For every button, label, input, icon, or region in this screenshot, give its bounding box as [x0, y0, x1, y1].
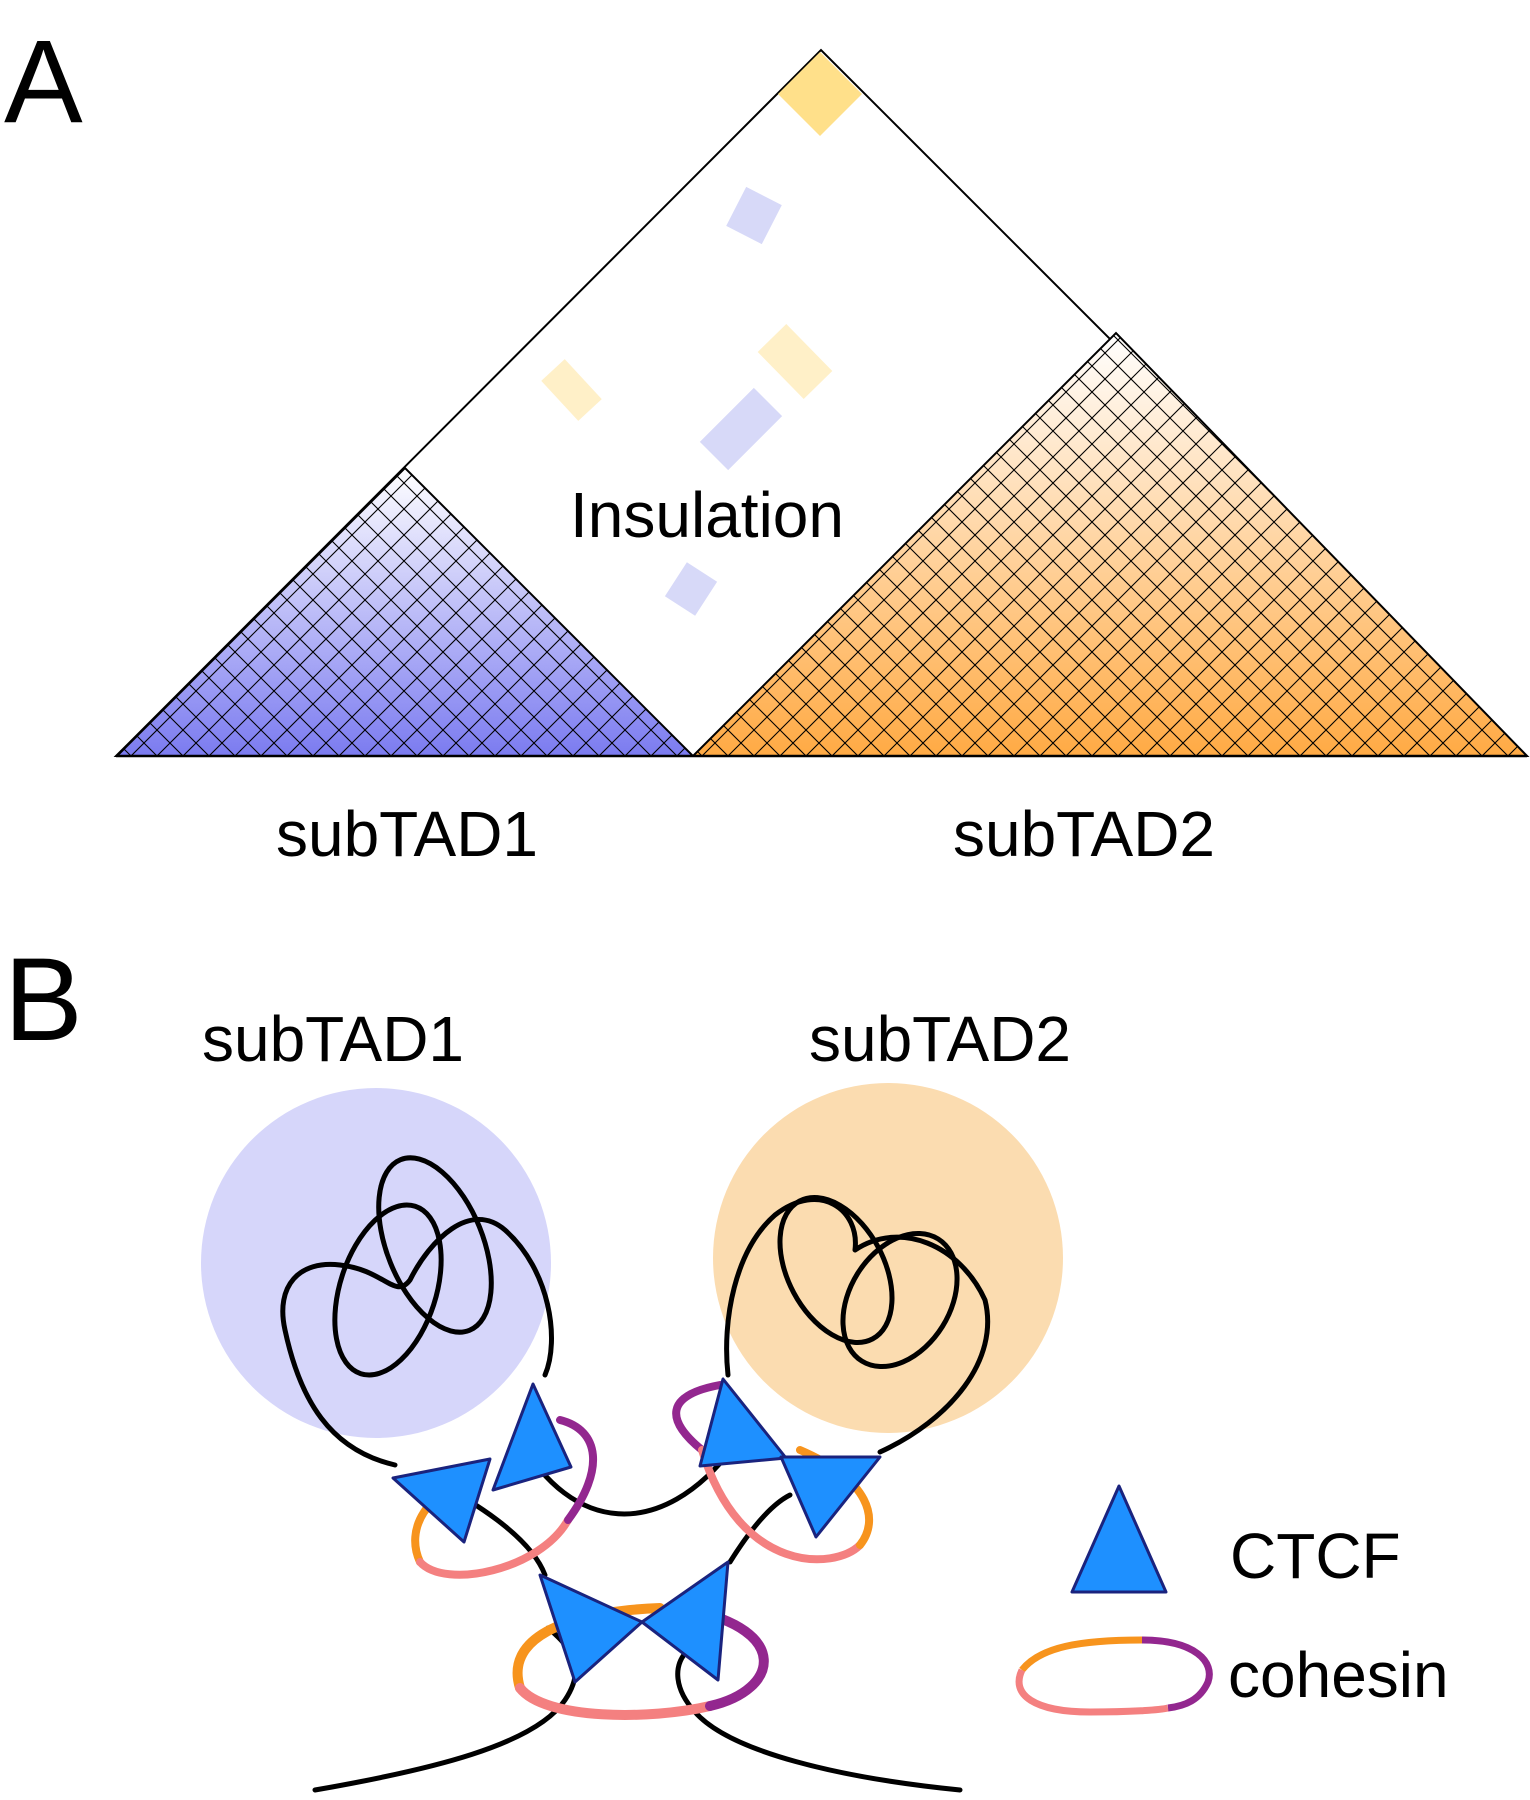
subtad2-grid-line: [805, 333, 1240, 756]
ctcf-right-lower: [779, 1455, 882, 1539]
subtad1-grid-line: [117, 468, 118, 756]
panel-b-subtad2-label: subTAD2: [809, 1003, 1071, 1075]
subtad1-grid-line: [156, 468, 456, 756]
legend-cohesin-label: cohesin: [1228, 1639, 1449, 1711]
panel-b-letter: B: [4, 934, 83, 1066]
fiber-left-flank: [312, 1625, 578, 1793]
subtad2-grid-line: [1516, 333, 1527, 756]
subtad1-grid-line: [0, 458, 105, 756]
stripe-yellow-2: [541, 359, 602, 421]
subtad1-grid-line: [0, 458, 53, 756]
subtad1-grid-line: [326, 468, 626, 756]
subtad2-grid-line: [1351, 333, 1527, 756]
corner-contact-mark: [778, 52, 862, 136]
subtad2-grid-line: [1481, 333, 1527, 756]
subtad2-grid-line: [996, 333, 1431, 756]
subtad2-grid-line: [701, 333, 1136, 756]
legend-cohesin-orange: [1019, 1636, 1143, 1673]
subtad2-grid-line: [1325, 333, 1527, 756]
subtad1-loop-outer: [280, 1217, 554, 1468]
subtad1-grid-line: [0, 458, 79, 756]
panel-a-subtad2-label: subTAD2: [953, 798, 1215, 870]
insulation-stripes: [541, 186, 833, 616]
subtad1-grid-line: [546, 468, 693, 756]
fiber-right-flank: [675, 1647, 963, 1793]
stripe-yellow-1: [757, 324, 833, 399]
panel-b-subtad1-label: subTAD1: [202, 1003, 464, 1075]
ctcf-left-lower: [391, 1457, 492, 1544]
cohesin-left-purple: [556, 1416, 597, 1524]
subtad2-grid-line: [779, 333, 1214, 756]
subtad2-grid-line: [1490, 333, 1527, 756]
subtad2-grid-line: [1377, 333, 1527, 756]
subtad2-grid-line: [693, 333, 859, 756]
subtad2-grid-line: [753, 333, 1188, 756]
legend-cohesin-pink: [1015, 1668, 1169, 1716]
subtad1-loop-inner-1: [332, 1202, 444, 1378]
legend-cohesin-purple: [1141, 1636, 1213, 1712]
subtad1-grid-line: [572, 468, 693, 756]
panel-a-letter: A: [4, 16, 83, 148]
panel-a-subtad1-label: subTAD1: [276, 798, 538, 870]
ctcf-right-upper: [698, 1377, 788, 1468]
subtad2-grid-line: [1464, 333, 1527, 756]
subtad1-grid-line: [130, 468, 430, 756]
legend-ctcf-icon: [1070, 1484, 1168, 1594]
subtad2-domain: [713, 1083, 1063, 1433]
subtad2-loop-inner-2: [840, 1230, 960, 1370]
stripe-blue-2: [699, 387, 783, 471]
subtad1-grid-line: [117, 468, 158, 756]
fiber-right-stem: [727, 1492, 793, 1565]
subtad1-grid-line: [117, 468, 144, 756]
subtad1-grid-line: [117, 468, 170, 756]
legend-ctcf-label: CTCF: [1230, 1520, 1401, 1592]
subtad1-grid-line: [117, 468, 262, 756]
subtad1-grid-line: [117, 468, 132, 756]
subtad2-grid-line: [693, 333, 885, 756]
ctcf-bottom-right: [640, 1560, 730, 1682]
legend: CTCF cohesin: [1015, 1484, 1449, 1716]
subtad1-grid-line: [182, 468, 482, 756]
ctcf-bottom-left: [538, 1573, 644, 1684]
subtad2-loop-outer: [724, 1197, 991, 1455]
ctcf-proteins: [391, 1377, 882, 1684]
cohesin-bottom-pink: [515, 1683, 715, 1720]
subtad1-grid-line: [0, 458, 27, 756]
subtad1-grid-line: [0, 458, 1, 756]
subtad2-grid-line: [1455, 333, 1527, 756]
subtad2-grid-line: [1074, 333, 1509, 756]
stripe-blue-1: [726, 186, 782, 245]
subtad2-grid-line: [1507, 333, 1527, 756]
cohesin-right-purple: [672, 1381, 724, 1454]
legend-cohesin-icon: [1015, 1636, 1213, 1716]
subtad1-grid-line: [117, 468, 184, 756]
subtad1-domain: [201, 1088, 551, 1438]
ctcf-left-upper: [491, 1382, 573, 1492]
subtad2-grid-line: [727, 333, 1162, 756]
subtad2-grid-line: [1022, 333, 1457, 756]
stripe-blue-3: [664, 562, 718, 616]
subtad1-loop-inner-2: [376, 1155, 494, 1335]
insulation-label: Insulation: [570, 479, 844, 551]
cohesin-bottom-orange: [512, 1603, 665, 1693]
subtad2-grid-line: [1048, 333, 1483, 756]
cohesin-right-pink: [698, 1446, 864, 1564]
subtad1-grid-line: [117, 468, 236, 756]
subtad2-fill: [693, 333, 1527, 756]
subtad1-grid-line: [352, 468, 652, 756]
subtad1-grid-line: [378, 468, 678, 756]
cohesin-left-pink: [416, 1516, 572, 1579]
